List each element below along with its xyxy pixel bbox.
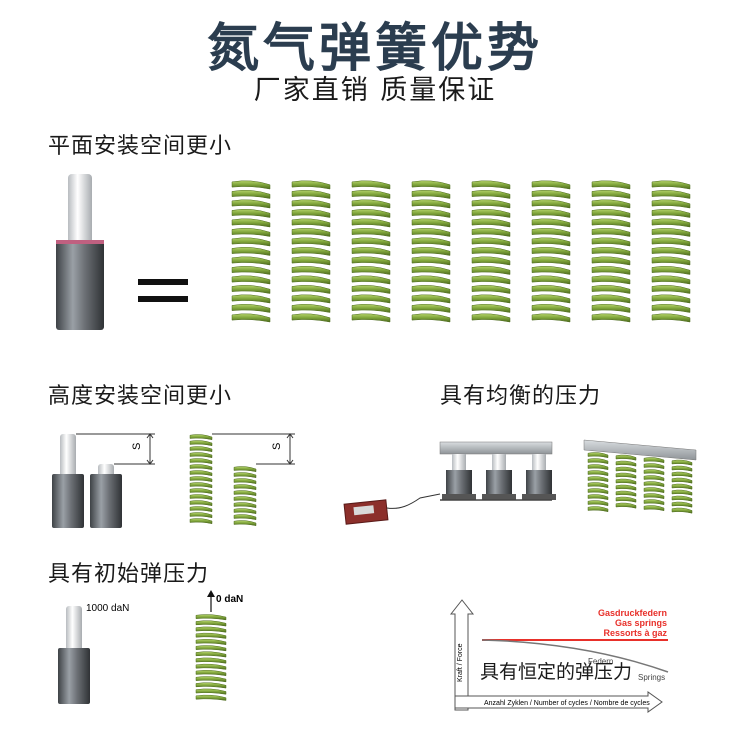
manifold-gas-spring bbox=[442, 454, 476, 500]
coil-spring bbox=[531, 180, 571, 323]
stroke-label-left: S bbox=[131, 443, 143, 450]
tilted-coil-spring bbox=[615, 454, 637, 509]
legend-gas-fr: Ressorts à gaz bbox=[603, 628, 667, 638]
manifold-gas-spring bbox=[522, 454, 556, 500]
section-flat-space: 平面安装空间更小 bbox=[48, 134, 233, 159]
legend-gas-de: Gasdruckfedern bbox=[598, 608, 667, 618]
gas-spring-initial bbox=[58, 606, 90, 704]
manifold-gas-spring bbox=[482, 454, 516, 500]
coil-spring bbox=[411, 180, 451, 323]
coil-spring bbox=[591, 180, 631, 323]
gas-spring-compressed bbox=[90, 464, 122, 528]
tilted-coil-spring bbox=[587, 452, 609, 513]
coil-spring-group bbox=[231, 180, 691, 323]
chart-y-axis-label: Kraft / Force bbox=[457, 643, 464, 682]
legend-spring-de: Federn bbox=[588, 657, 613, 666]
force-arrow bbox=[207, 590, 215, 612]
height-coil-springs bbox=[189, 434, 257, 527]
tilted-coil-spring bbox=[643, 457, 665, 512]
gas-spring-extended bbox=[52, 434, 84, 528]
coil-spring-tall bbox=[189, 434, 213, 525]
coil-spring bbox=[651, 180, 691, 323]
section-constant-pressure: 具有恒定的弹压力 bbox=[480, 661, 632, 683]
section-initial-pressure: 具有初始弹压力 bbox=[48, 562, 210, 587]
tilted-coil-spring bbox=[671, 459, 693, 514]
coil-spring bbox=[291, 180, 331, 323]
legend-gas-en: Gas springs bbox=[615, 618, 667, 628]
stroke-dimension-right bbox=[212, 433, 295, 465]
coil-spring bbox=[471, 180, 511, 323]
chart-x-axis-label: Anzahl Zyklen / Number of cycles / Nombr… bbox=[484, 700, 650, 707]
page-subtitle: 厂家直销 质量保证 bbox=[253, 75, 497, 106]
spring-force-label: 0 daN bbox=[216, 594, 243, 605]
stroke-label-right: S bbox=[271, 443, 283, 450]
page-title: 氮气弹簧优势 bbox=[206, 19, 543, 79]
coil-spring bbox=[231, 180, 271, 323]
stroke-dimension-left bbox=[76, 433, 155, 465]
coil-spring-initial bbox=[195, 614, 227, 701]
coil-spring bbox=[351, 180, 391, 323]
section-balanced-pressure: 具有均衡的压力 bbox=[440, 384, 602, 409]
coil-spring-short bbox=[233, 466, 257, 527]
legend-spring-en: Springs bbox=[638, 673, 665, 682]
control-panel bbox=[343, 493, 441, 525]
gas-force-label: 1000 daN bbox=[86, 603, 129, 614]
gas-spring-large bbox=[56, 174, 104, 330]
coil-spring bbox=[195, 614, 227, 701]
section-height-space: 高度安装空间更小 bbox=[48, 384, 233, 409]
gas-spring-manifold bbox=[439, 441, 556, 501]
equals-sign bbox=[138, 279, 188, 302]
force-cycle-chart bbox=[449, 599, 669, 713]
coil-spring-tilted-plate bbox=[583, 439, 697, 514]
